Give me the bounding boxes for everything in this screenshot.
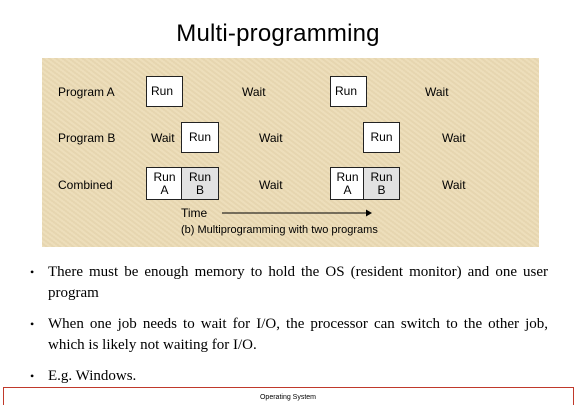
footer-rule-right xyxy=(573,387,574,405)
row-label-combined: Combined xyxy=(58,178,113,192)
program-b-run-1: Run xyxy=(181,122,219,153)
program-b-wait-1: Wait xyxy=(151,131,175,145)
row-label-program-b: Program B xyxy=(58,131,116,145)
bullet-dot-icon: • xyxy=(30,265,35,279)
combined-wait-2: Wait xyxy=(442,178,466,192)
row-label-program-a: Program A xyxy=(58,85,115,99)
bullet-text: When one job needs to wait for I/O, the … xyxy=(48,316,548,353)
program-a-wait-2: Wait xyxy=(425,85,449,99)
bullet-text: E.g. Windows. xyxy=(48,368,137,384)
multiprogramming-figure: Program A Program B Combined Run Wait Ru… xyxy=(42,58,539,247)
combined-wait-1: Wait xyxy=(259,178,283,192)
bullet-item: • E.g. Windows. xyxy=(30,366,548,387)
program-a-run-1: Run xyxy=(146,76,183,107)
bullet-item: • There must be enough memory to hold the… xyxy=(30,262,548,304)
combined-run-b-2: Run B xyxy=(363,167,400,200)
slide-title: Multi-programming xyxy=(176,20,380,47)
bullet-dot-icon: • xyxy=(30,369,35,383)
program-b-run-2: Run xyxy=(363,122,400,153)
time-label: Time xyxy=(181,206,208,220)
bullet-item: • When one job needs to wait for I/O, the… xyxy=(30,314,548,356)
bullet-text: There must be enough memory to hold the … xyxy=(48,264,548,301)
bullet-list: • There must be enough memory to hold the… xyxy=(30,262,548,397)
time-arrow xyxy=(222,209,372,217)
figure-caption: (b) Multiprogramming with two programs xyxy=(181,224,378,236)
footer-text: Operating System xyxy=(259,394,317,401)
combined-run-a-2: Run A xyxy=(330,167,365,200)
footer-rule xyxy=(3,387,573,388)
program-a-run-2: Run xyxy=(330,76,367,107)
combined-run-a-1: Run A xyxy=(146,167,183,200)
combined-run-b-1: Run B xyxy=(181,167,219,200)
footer-rule-left xyxy=(3,387,4,405)
program-b-wait-3: Wait xyxy=(442,131,466,145)
program-b-wait-2: Wait xyxy=(259,131,283,145)
bullet-dot-icon: • xyxy=(30,317,35,331)
program-a-wait-1: Wait xyxy=(242,85,266,99)
